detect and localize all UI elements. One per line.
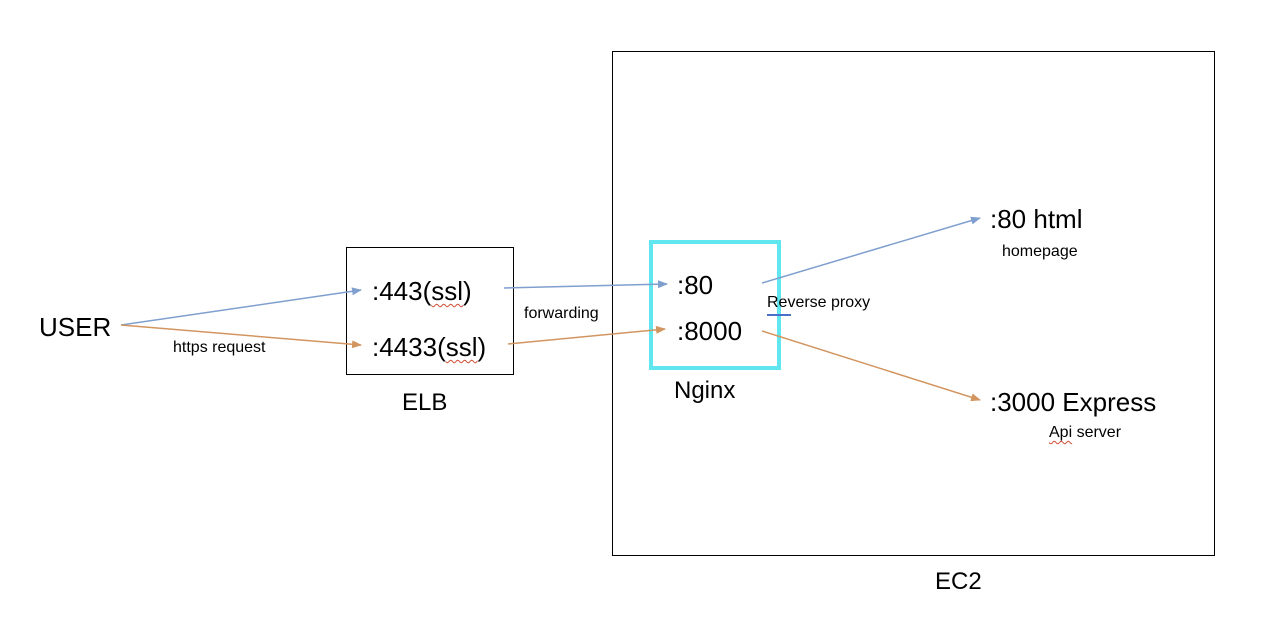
arrow-user-to-4433 bbox=[120, 324, 362, 349]
elb-caption: ELB bbox=[402, 389, 448, 416]
arrow-443-to-80 bbox=[503, 280, 668, 289]
nginx-port-80: :80 bbox=[677, 270, 714, 300]
nginx-box bbox=[649, 240, 781, 370]
arrow-user-to-443 bbox=[120, 287, 362, 326]
elb-box bbox=[346, 247, 514, 375]
html-target-sub: homepage bbox=[1002, 243, 1078, 260]
express-target-sub: Api server bbox=[1049, 424, 1122, 441]
reverse-proxy-marker bbox=[767, 314, 791, 316]
https-request-label: https request bbox=[173, 339, 266, 356]
arrow-8000-to-express bbox=[761, 330, 981, 402]
elb-port-443: :443(ssl) bbox=[372, 276, 472, 306]
ssl-text: ssl bbox=[431, 276, 464, 306]
arrow-80-to-html bbox=[761, 216, 981, 284]
express-target-title: :3000 Express bbox=[990, 387, 1157, 417]
forwarding-label: forwarding bbox=[524, 305, 599, 322]
ec2-caption: EC2 bbox=[935, 568, 982, 595]
user-label: USER bbox=[39, 312, 112, 342]
nginx-port-8000: :8000 bbox=[677, 316, 743, 346]
nginx-caption: Nginx bbox=[674, 377, 736, 404]
html-target-title: :80 html bbox=[990, 204, 1083, 234]
arrow-4433-to-8000 bbox=[507, 325, 666, 345]
api-text: Api bbox=[1049, 424, 1073, 441]
ssl-text: ssl bbox=[445, 332, 478, 362]
elb-port-4433: :4433(ssl) bbox=[372, 332, 487, 362]
reverse-proxy-label: Reverse proxy bbox=[767, 294, 871, 311]
ec2-box bbox=[612, 51, 1215, 556]
